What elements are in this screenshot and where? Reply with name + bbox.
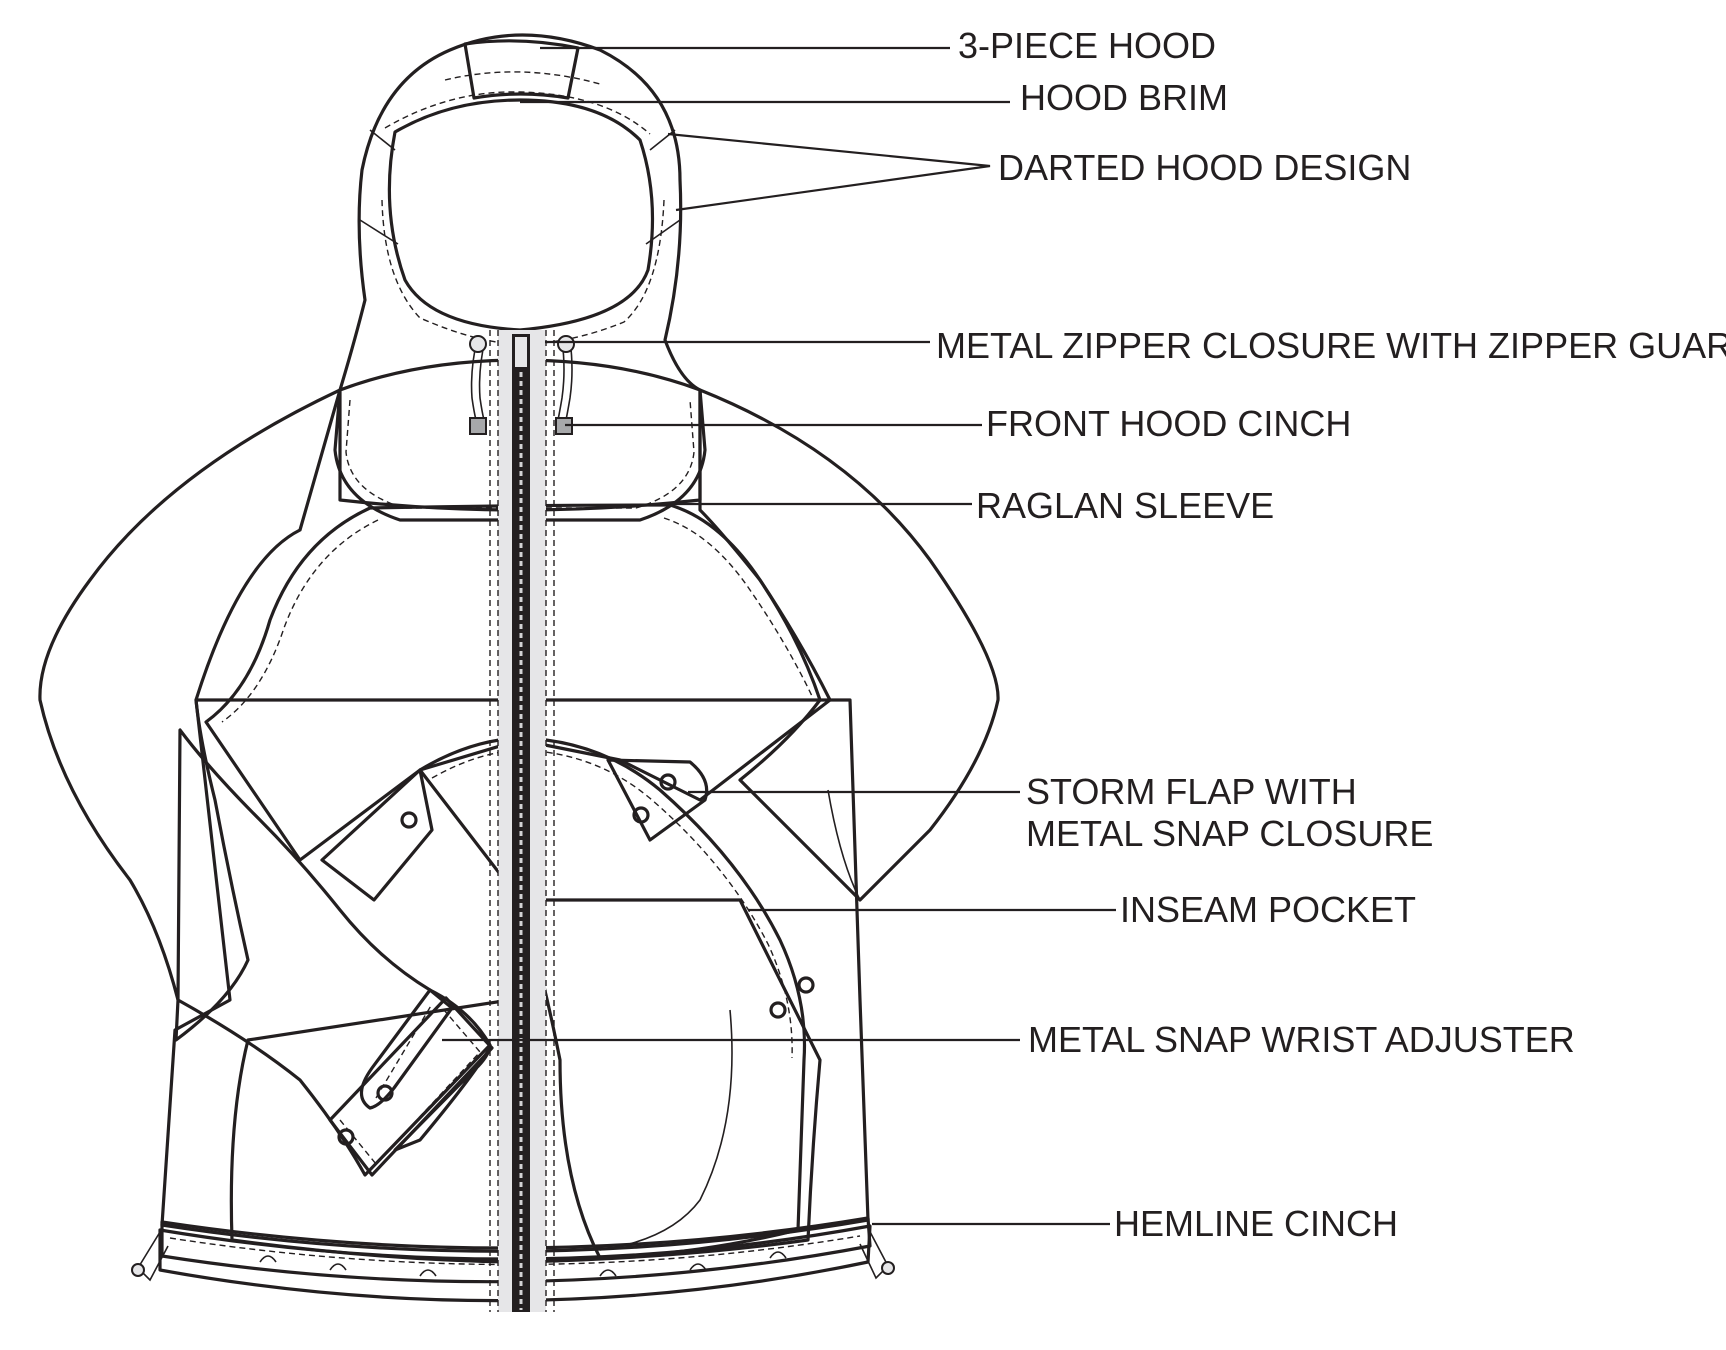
- label-hood-brim: HOOD BRIM: [1020, 77, 1228, 118]
- wrist-adjuster-tab: [359, 988, 454, 1110]
- label-front-hood-cinch: FRONT HOOD CINCH: [986, 403, 1351, 444]
- label-storm-flap-line1: STORM FLAP WITH: [1026, 771, 1357, 812]
- chest-yoke: [204, 503, 832, 862]
- snap-icon: [376, 1084, 394, 1102]
- hood-cinch-right: [555, 335, 575, 435]
- jacket-illustration: [38, 33, 1000, 1312]
- pocket-opening-left: [320, 768, 434, 902]
- zipper-pull-icon: [513, 335, 529, 369]
- pocket-opening-right: [606, 758, 709, 842]
- snap-icon: [632, 806, 650, 824]
- label-raglan-sleeve: RAGLAN SLEEVE: [976, 485, 1274, 526]
- hem-cinch-right: [859, 1227, 895, 1280]
- label-wrist-adjuster: METAL SNAP WRIST ADJUSTER: [1028, 1019, 1575, 1060]
- hood-bib: [333, 358, 707, 522]
- hood-opening: [387, 98, 655, 332]
- snap-icon: [400, 811, 418, 829]
- label-inseam-pocket: INSEAM POCKET: [1120, 889, 1416, 930]
- snap-icon: [337, 1128, 355, 1146]
- hem-cinch-left: [131, 1231, 169, 1282]
- snap-icon: [769, 1001, 787, 1019]
- label-hemline-cinch: HEMLINE CINCH: [1114, 1203, 1398, 1244]
- wrist-cuff: [328, 996, 494, 1177]
- front-panel-left: [229, 998, 512, 1264]
- label-darted-hood-design: DARTED HOOD DESIGN: [998, 147, 1411, 188]
- wrist-cuff-inner: [393, 1046, 492, 1152]
- hood: [338, 33, 702, 512]
- hood-cinch-left: [469, 335, 487, 435]
- callout-labels: 3-PIECE HOOD HOOD BRIM DARTED HOOD DESIG…: [936, 25, 1726, 1244]
- sleeve-right: [698, 388, 1000, 902]
- sleeve-left: [38, 388, 342, 1042]
- label-3-piece-hood: 3-PIECE HOOD: [958, 25, 1216, 66]
- leader-lines: [442, 46, 1116, 1226]
- label-storm-flap-line2: METAL SNAP CLOSURE: [1026, 813, 1433, 854]
- label-metal-zipper: METAL ZIPPER CLOSURE WITH ZIPPER GUARD: [936, 325, 1726, 366]
- snap-icon: [797, 976, 815, 994]
- snap-icon: [659, 773, 677, 791]
- front-panel-right: [518, 898, 822, 1264]
- hem-band-upper: [160, 1216, 872, 1284]
- storm-flap-panel: [418, 736, 807, 1260]
- hood-center-panel: [463, 39, 580, 100]
- leader-line: [667, 132, 991, 212]
